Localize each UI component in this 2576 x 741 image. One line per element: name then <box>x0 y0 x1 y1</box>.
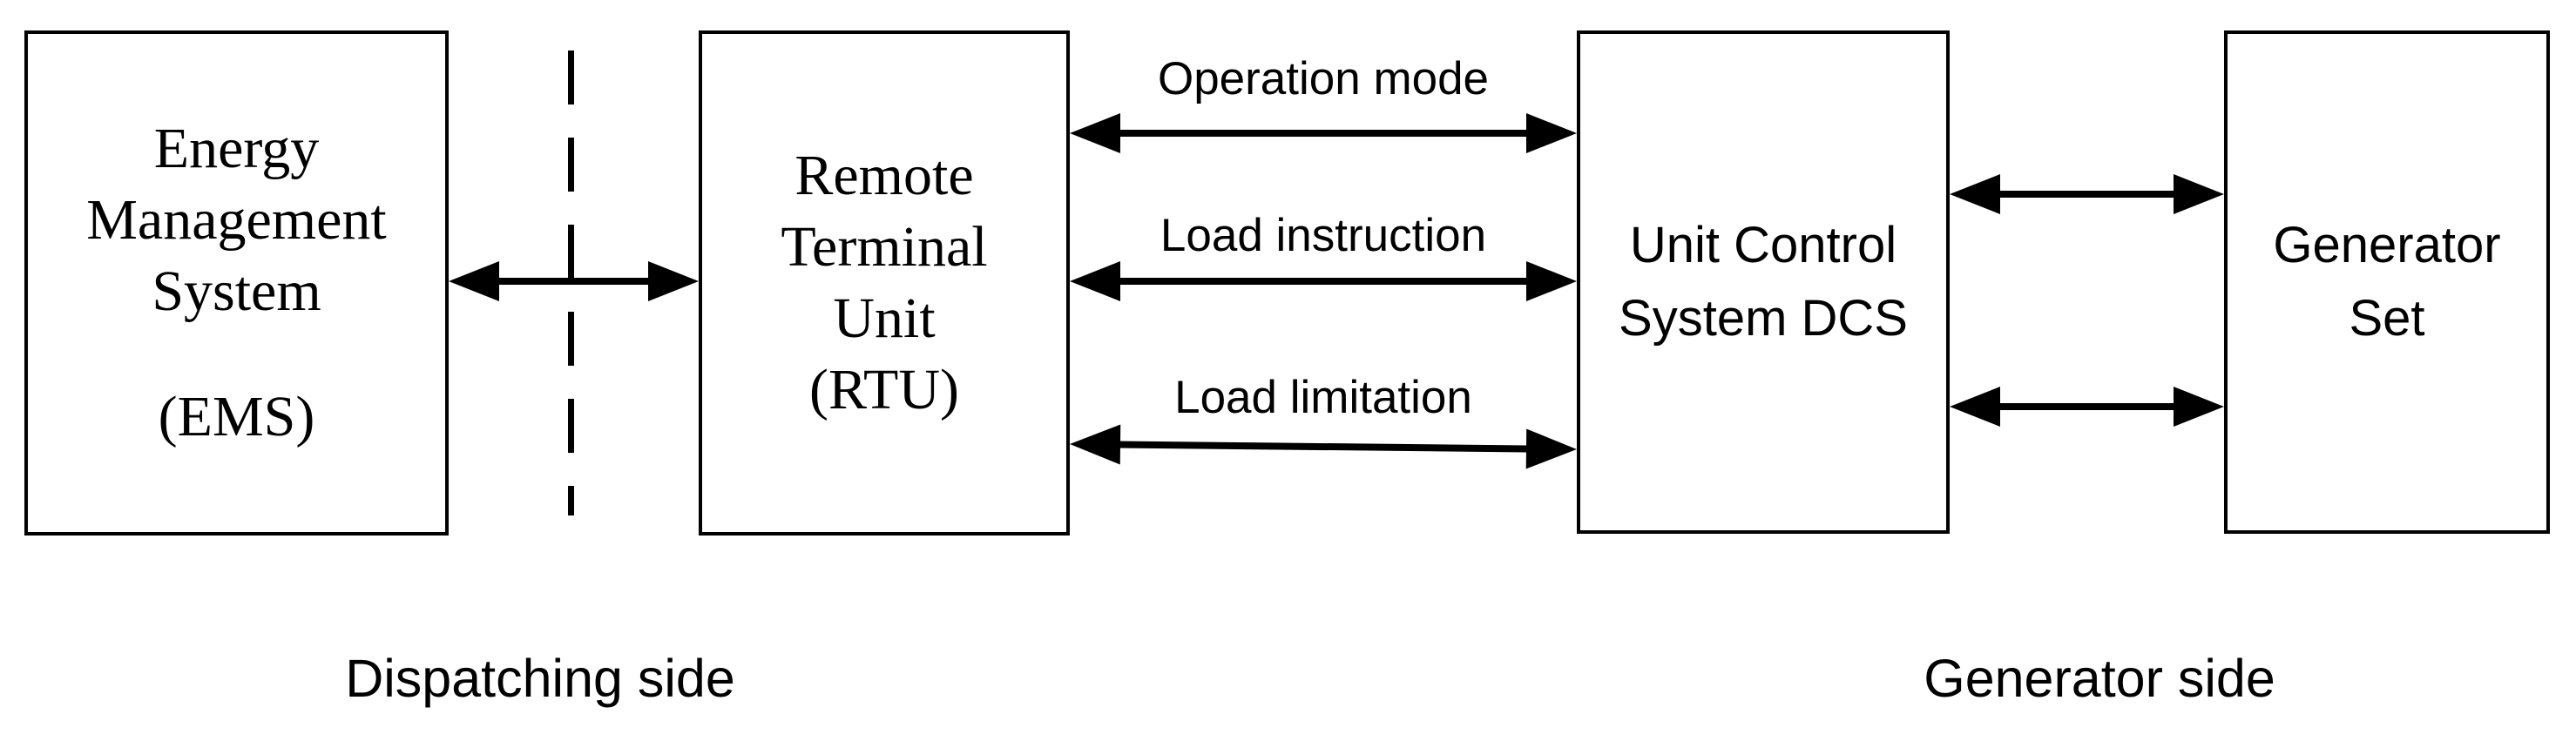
arrowhead-right-icon <box>2174 174 2224 214</box>
box-rtu-line-2: Terminal <box>781 215 988 279</box>
arrowhead-right-icon <box>1526 113 1577 153</box>
arrowhead-right-icon <box>648 261 699 301</box>
box-dcs-line-1: Unit Control <box>1629 217 1897 273</box>
caption-dispatching-side: Dispatching side <box>345 649 735 708</box>
arrow-shaft <box>1099 278 1547 285</box>
box-energy-management-system: Energy Management System (EMS) <box>24 30 449 536</box>
box-rtu-line-1: Remote <box>794 144 974 207</box>
arrow-load-limitation <box>1069 423 1578 470</box>
box-ems-line-2: Management <box>86 188 387 252</box>
box-generator-set: Generator Set <box>2224 30 2550 534</box>
box-ems-abbreviation: (EMS) <box>158 385 315 448</box>
box-rtu-line-3: Unit <box>833 286 936 350</box>
arrow-shaft <box>1979 403 2194 410</box>
box-rtu-abbreviation: (RTU) <box>809 358 959 421</box>
arrowhead-right-icon <box>2174 387 2224 427</box>
arrow-load-instruction <box>1070 261 1577 301</box>
box-generator-line-2: Set <box>2349 290 2425 347</box>
arrow-label-operation-mode: Operation mode <box>1157 53 1490 104</box>
box-dcs-line-2: System DCS <box>1619 290 1908 347</box>
arrow-dcs-generator-bottom <box>1950 387 2224 427</box>
box-generator-line-1: Generator <box>2273 217 2501 273</box>
arrowhead-right-icon <box>1525 428 1578 470</box>
box-remote-terminal-unit: Remote Terminal Unit (RTU) <box>699 30 1070 536</box>
arrow-shaft <box>1099 441 1548 453</box>
caption-generator-side: Generator side <box>1924 649 2275 708</box>
arrow-label-load-instruction: Load instruction <box>1160 210 1487 261</box>
arrow-label-load-limitation: Load limitation <box>1174 372 1472 423</box>
arrow-shaft <box>1099 130 1547 137</box>
box-ems-line-1: Energy <box>153 117 320 180</box>
arrow-shaft <box>478 278 669 285</box>
arrow-ems-rtu <box>449 261 699 301</box>
arrow-operation-mode <box>1070 113 1577 153</box>
box-ems-line-3: System <box>152 259 321 323</box>
arrowhead-right-icon <box>1526 261 1577 301</box>
box-unit-control-system-dcs: Unit Control System DCS <box>1577 30 1950 534</box>
arrow-shaft <box>1979 191 2194 198</box>
arrow-dcs-generator-top <box>1950 174 2224 214</box>
